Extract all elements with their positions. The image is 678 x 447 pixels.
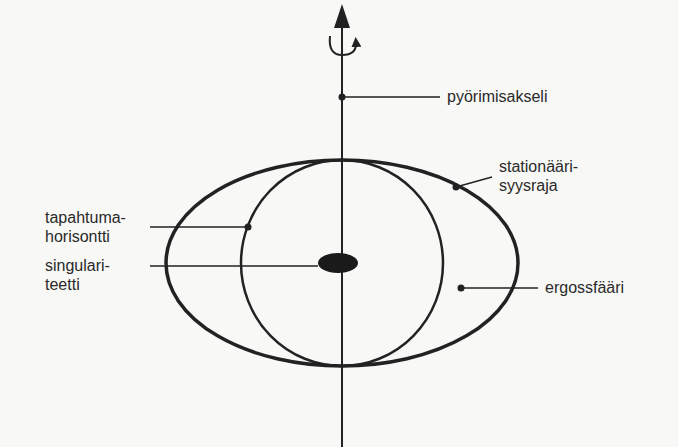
event-horizon-circle bbox=[241, 160, 443, 366]
leader-line bbox=[150, 265, 318, 267]
stationary-limit-ellipse bbox=[166, 160, 518, 366]
singularity-label: singulari- teetti bbox=[45, 256, 110, 294]
axis-arrowhead bbox=[334, 4, 350, 28]
leader-line bbox=[456, 177, 492, 187]
axis-label: pyörimisakseli bbox=[447, 87, 547, 106]
leader-line bbox=[342, 96, 440, 98]
singularity bbox=[318, 253, 358, 273]
rotation-arrow bbox=[330, 36, 356, 55]
leader-line bbox=[461, 287, 538, 289]
ergosphere-label: ergossfääri bbox=[545, 278, 624, 297]
stationary-limit-label: stationääri- syysraja bbox=[499, 157, 578, 195]
event-horizon-label: tapahtuma- horisontti bbox=[45, 208, 126, 246]
leader-line bbox=[150, 226, 248, 228]
rotation-axis bbox=[341, 20, 343, 447]
